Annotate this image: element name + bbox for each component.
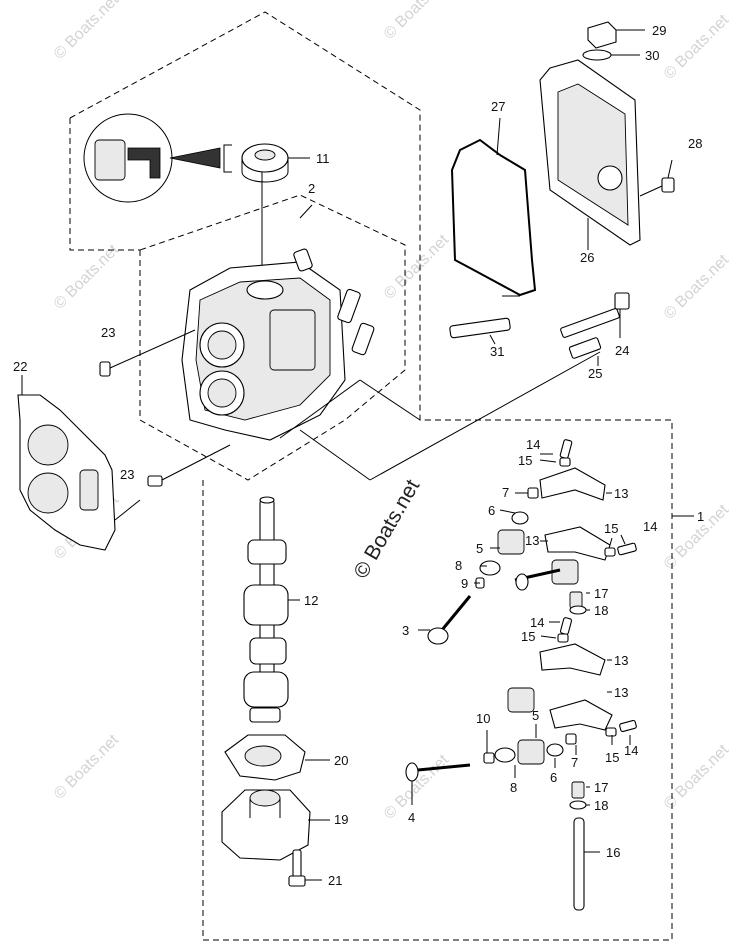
- label-part-12: 12: [304, 593, 318, 608]
- label-part-14: 14: [643, 519, 657, 534]
- part-valve-retainer[interactable]: [511, 511, 564, 757]
- label-part-27: 27: [491, 99, 505, 114]
- label-part-16: 16: [606, 845, 620, 860]
- part-pump-gasket[interactable]: [224, 734, 330, 781]
- label-part-13: 13: [614, 685, 628, 700]
- watermark-text: © Boats.net: [661, 251, 733, 323]
- part-valve-stem-seal[interactable]: [479, 560, 516, 763]
- label-part-14: 14: [530, 615, 544, 630]
- watermark-text: © Boats.net: [51, 731, 123, 803]
- part-pushrod[interactable]: [573, 817, 585, 911]
- part-exhaust-valve[interactable]: [405, 762, 471, 805]
- label-part-28: 28: [688, 136, 702, 151]
- label-part-15: 15: [518, 453, 532, 468]
- part-cap-o-ring[interactable]: [582, 49, 640, 61]
- part-spark-plug[interactable]: [449, 317, 511, 345]
- label-part-20: 20: [334, 753, 348, 768]
- label-part-3: 3: [402, 623, 409, 638]
- label-part-5: 5: [476, 541, 483, 556]
- part-oil-seal[interactable]: [83, 113, 310, 275]
- label-part-8: 8: [455, 558, 462, 573]
- label-part-11: 11: [316, 151, 330, 166]
- group-outlines: [69, 11, 694, 941]
- label-part-1: 1: [697, 509, 704, 524]
- part-oil-filler-cap[interactable]: [587, 21, 645, 49]
- part-lock-nut[interactable]: [557, 457, 617, 737]
- label-part-29: 29: [652, 23, 666, 38]
- watermark-text: © Boats.net: [381, 231, 453, 303]
- part-head-gasket[interactable]: [17, 394, 116, 551]
- label-part-26: 26: [580, 250, 594, 265]
- part-camshaft[interactable]: [243, 496, 300, 723]
- watermark-text: © Boats.net: [661, 11, 733, 83]
- part-adjusting-screw[interactable]: [559, 439, 637, 733]
- label-part-25: 25: [588, 366, 602, 381]
- label-part-30: 30: [645, 48, 659, 63]
- group-outline-head-assembly: [139, 194, 406, 481]
- label-part-13: 13: [614, 486, 628, 501]
- watermark-text: © Boats.net: [51, 241, 123, 313]
- part-pushrod-washer[interactable]: [569, 605, 587, 810]
- watermark-center: © Boats.net: [349, 476, 424, 583]
- label-part-15: 15: [604, 521, 618, 536]
- label-part-17: 17: [594, 780, 608, 795]
- label-part-14: 14: [624, 743, 638, 758]
- part-intake-valve[interactable]: [427, 568, 561, 645]
- part-cover-bolt[interactable]: [639, 159, 675, 197]
- group-outline-valve-train: [202, 419, 673, 941]
- part-head-cover[interactable]: [539, 59, 641, 250]
- label-part-13: 13: [525, 533, 539, 548]
- label-part-4: 4: [408, 810, 415, 825]
- label-part-23: 23: [120, 467, 134, 482]
- label-part-22: 22: [13, 359, 27, 374]
- part-cylinder-head[interactable]: [181, 204, 601, 481]
- leader-lines: [21, 295, 631, 853]
- part-valve-guides[interactable]: [293, 248, 375, 356]
- label-part-8: 8: [510, 780, 517, 795]
- label-part-14: 14: [526, 437, 540, 452]
- label-part-6: 6: [488, 503, 495, 518]
- part-cover-gasket[interactable]: [450, 117, 537, 297]
- label-part-5: 5: [532, 708, 539, 723]
- label-part-9: 9: [461, 576, 468, 591]
- label-part-17: 17: [594, 586, 608, 601]
- watermark-text: © Boats.net: [381, 751, 453, 823]
- label-part-18: 18: [594, 798, 608, 813]
- part-labels: 1 2 3 4 5 5 6 6 7 7 8 8 9 10 11 12 13 13…: [13, 23, 704, 888]
- watermark-text: © Boats.net: [381, 0, 453, 43]
- label-part-10: 10: [476, 711, 490, 726]
- label-part-19: 19: [334, 812, 348, 827]
- label-part-24: 24: [615, 343, 629, 358]
- part-head-bolt-long[interactable]: [560, 292, 630, 338]
- label-part-15: 15: [605, 750, 619, 765]
- part-pump-bolt[interactable]: [288, 849, 322, 887]
- part-valve-keeper[interactable]: [527, 487, 577, 745]
- group-outline-cylinder-head: [69, 11, 425, 421]
- part-rocker-arm[interactable]: [539, 467, 613, 731]
- part-head-bolt-short[interactable]: [568, 337, 602, 366]
- watermark-text: © Boats.net: [51, 0, 123, 63]
- label-part-7: 7: [502, 485, 509, 500]
- label-part-21: 21: [328, 873, 342, 888]
- label-part-6: 6: [550, 770, 557, 785]
- part-oil-pump[interactable]: [221, 789, 330, 861]
- label-part-18: 18: [594, 603, 608, 618]
- label-part-15: 15: [521, 629, 535, 644]
- label-part-13: 13: [614, 653, 628, 668]
- part-dowel-pin[interactable]: [99, 329, 231, 487]
- label-part-31: 31: [490, 344, 504, 359]
- label-part-23: 23: [101, 325, 115, 340]
- label-part-7: 7: [571, 755, 578, 770]
- label-part-2: 2: [308, 181, 315, 196]
- part-valve-spring[interactable]: [497, 529, 579, 765]
- part-valve-small-parts[interactable]: [475, 577, 495, 764]
